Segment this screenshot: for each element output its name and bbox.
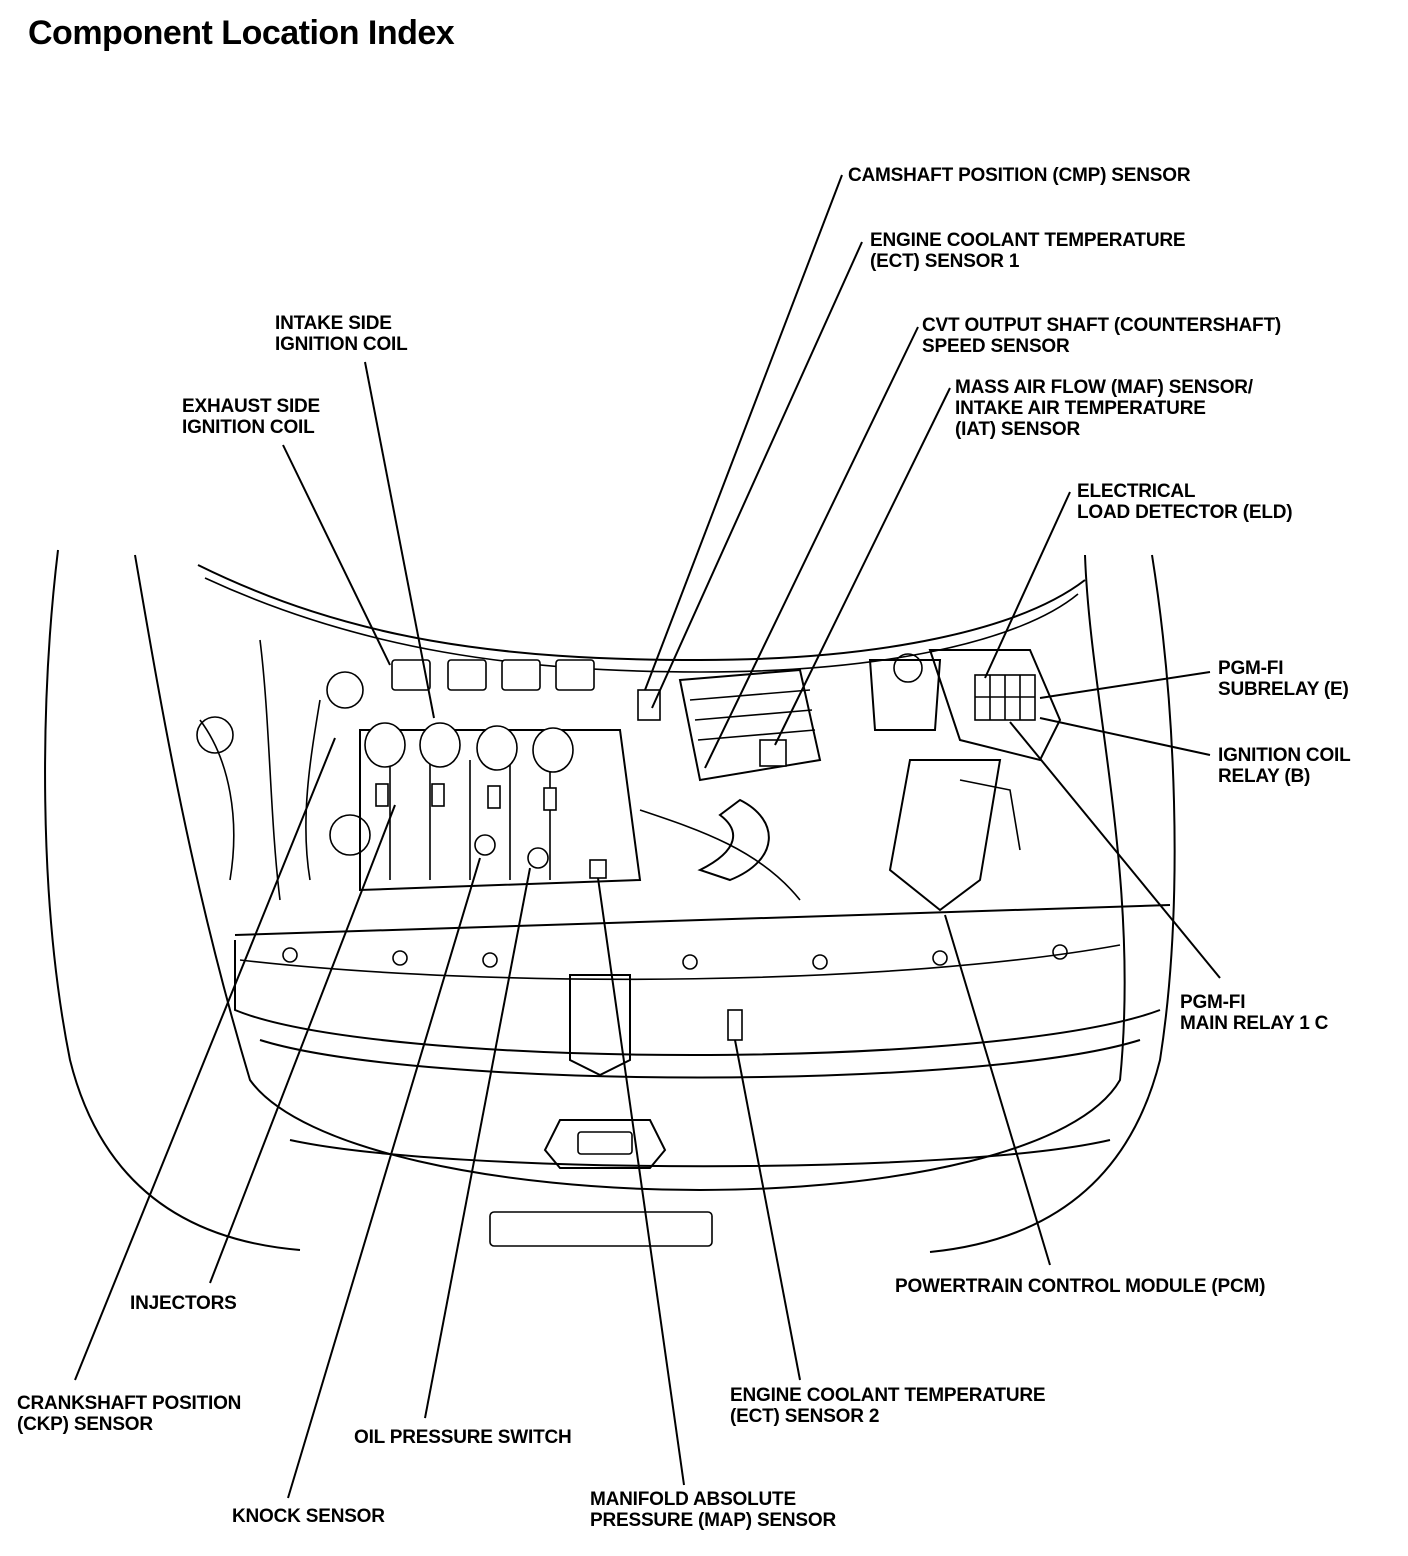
leader-cvt bbox=[704, 326, 919, 769]
leader-oil bbox=[424, 867, 531, 1419]
engine-cover bbox=[359, 729, 642, 892]
injectors-group bbox=[375, 783, 557, 811]
leader-exhaust-coil bbox=[282, 444, 391, 666]
intake-duct bbox=[697, 798, 770, 882]
label-ckp-sensor: CRANKSHAFT POSITION (CKP) SENSOR bbox=[17, 1393, 242, 1435]
leader-main-relay bbox=[1009, 721, 1221, 979]
label-oil-pressure-switch: OIL PRESSURE SWITCH bbox=[354, 1427, 572, 1448]
engine-bay-outline bbox=[134, 554, 1126, 1192]
label-injectors: INJECTORS bbox=[130, 1293, 237, 1314]
leader-cmp bbox=[644, 174, 843, 691]
leader-ect2 bbox=[734, 1039, 801, 1381]
leader-ign-relay bbox=[1039, 717, 1211, 756]
air-cleaner bbox=[678, 668, 822, 782]
pcm-part bbox=[888, 759, 1002, 912]
label-ect-sensor-1: ENGINE COOLANT TEMPERATURE (ECT) SENSOR … bbox=[870, 230, 1186, 272]
leader-subrelay bbox=[1039, 671, 1211, 699]
cmp-part bbox=[637, 689, 661, 721]
front-bumper bbox=[234, 940, 1161, 1056]
label-pcm: POWERTRAIN CONTROL MODULE (PCM) bbox=[895, 1276, 1266, 1297]
page-title: Component Location Index bbox=[28, 14, 455, 52]
left-fender bbox=[44, 549, 301, 1251]
label-ect-sensor-2: ENGINE COOLANT TEMPERATURE (ECT) SENSOR … bbox=[730, 1385, 1046, 1427]
label-map-sensor: MANIFOLD ABSOLUTE PRESSURE (MAP) SENSOR bbox=[590, 1489, 837, 1531]
ect2-part bbox=[727, 1009, 743, 1041]
leader-knock bbox=[287, 857, 481, 1499]
license-plate-area bbox=[489, 1211, 713, 1247]
leader-ect1 bbox=[651, 241, 863, 709]
right-fender bbox=[929, 554, 1176, 1253]
oil-pressure-switch-part bbox=[474, 834, 496, 856]
knock-sensor-part bbox=[527, 847, 549, 869]
ignition-coils bbox=[364, 659, 595, 773]
cowl-line bbox=[197, 564, 1086, 662]
leader-pcm bbox=[944, 914, 1051, 1266]
leader-maf bbox=[774, 387, 951, 746]
label-cmp-sensor: CAMSHAFT POSITION (CMP) SENSOR bbox=[848, 165, 1191, 186]
label-maf-iat-sensor: MASS AIR FLOW (MAF) SENSOR/ INTAKE AIR T… bbox=[955, 377, 1253, 440]
label-pgm-fi-main-relay: PGM-FI MAIN RELAY 1 C bbox=[1180, 992, 1329, 1034]
label-pgm-fi-subrelay: PGM-FI SUBRELAY (E) bbox=[1218, 658, 1349, 700]
leader-ckp bbox=[74, 737, 336, 1381]
maf-part bbox=[759, 739, 787, 767]
radiator-support bbox=[234, 904, 1171, 936]
leader-injectors bbox=[209, 804, 396, 1284]
reservoir bbox=[868, 659, 942, 731]
label-exhaust-side-ignition-coil: EXHAUST SIDE IGNITION COIL bbox=[182, 396, 321, 438]
label-cvt-speed-sensor: CVT OUTPUT SHAFT (COUNTERSHAFT) SPEED SE… bbox=[922, 315, 1281, 357]
leader-lines bbox=[74, 174, 1221, 1499]
relay-box bbox=[928, 649, 1062, 762]
grille-emblem bbox=[543, 1119, 667, 1169]
leader-intake-coil bbox=[364, 361, 435, 719]
leader-map bbox=[597, 877, 685, 1486]
map-sensor-part bbox=[589, 859, 607, 879]
label-eld: ELECTRICAL LOAD DETECTOR (ELD) bbox=[1077, 481, 1293, 523]
label-knock-sensor: KNOCK SENSOR bbox=[232, 1506, 385, 1527]
label-intake-side-ignition-coil: INTAKE SIDE IGNITION COIL bbox=[275, 313, 408, 355]
leader-eld bbox=[984, 491, 1071, 679]
label-ignition-coil-relay: IGNITION COIL RELAY (B) bbox=[1218, 745, 1351, 787]
hood-latch bbox=[569, 974, 631, 1077]
